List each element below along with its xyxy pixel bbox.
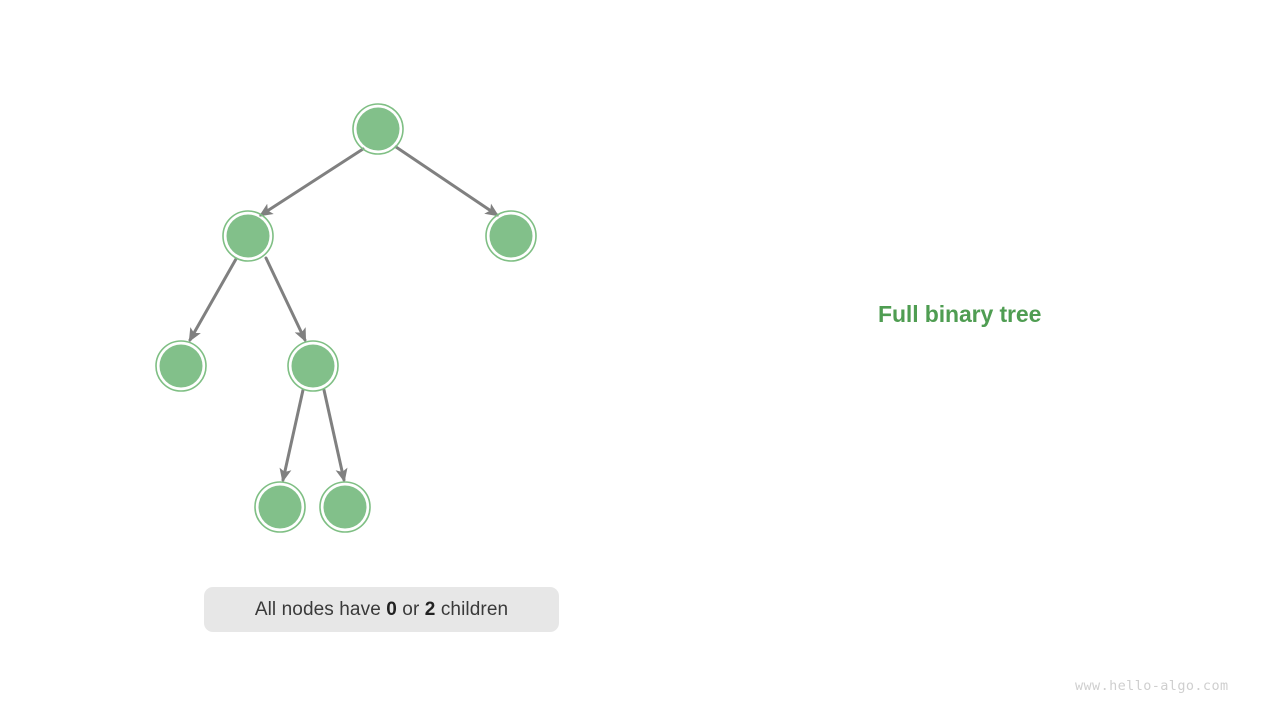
caption-box: All nodes have 0 or 2 children [204, 587, 559, 632]
tree-node-left-left[interactable] [155, 340, 207, 392]
edge-mid-to-leafleft [279, 388, 305, 483]
watermark: www.hello-algo.com [1075, 678, 1229, 694]
caption-suffix: children [435, 598, 509, 620]
diagram-title: Full binary tree [878, 301, 1042, 327]
edge-root-to-right [394, 145, 500, 217]
tree-node-left[interactable] [222, 210, 274, 262]
edge-left-to-leftleft [188, 257, 238, 343]
caption-prefix: All nodes have [254, 598, 387, 620]
tree-nodes [155, 103, 537, 533]
caption-middle: or [396, 598, 425, 620]
edge-mid-to-leafright [322, 388, 348, 483]
tree-node-leaf-left[interactable] [254, 481, 306, 533]
tree-edges [188, 145, 500, 483]
tree-node-right[interactable] [485, 210, 537, 262]
edge-root-to-left [258, 147, 365, 217]
tree-node-left-right[interactable] [287, 340, 339, 392]
caption-text: All nodes have 0 or 2 children [255, 599, 508, 621]
caption-bold-two: 2 [424, 598, 436, 620]
tree-node-leaf-right[interactable] [319, 481, 371, 533]
tree-node-root[interactable] [352, 103, 404, 155]
caption-bold-zero: 0 [386, 598, 397, 620]
edge-left-to-leftright [264, 256, 307, 343]
